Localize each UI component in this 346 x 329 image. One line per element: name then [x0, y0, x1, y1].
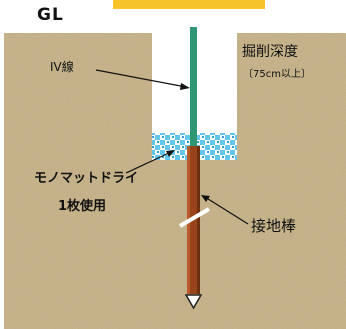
monomat-leader: [125, 151, 172, 174]
excavation-depth-label: 掘削深度: [242, 44, 298, 60]
monomat-label-line2: 1枚使用: [58, 199, 107, 214]
ground-rod-tip: [184, 294, 203, 310]
iv-wire: [190, 27, 197, 146]
ground-rod-leader: [204, 196, 249, 225]
monomat-label-line1: モノマットドライ: [34, 171, 139, 186]
ground-level-label: GL: [37, 5, 64, 25]
ground-level-bar: [113, 0, 265, 9]
ground-rod: [184, 146, 203, 310]
leader-arrows: [95, 69, 249, 225]
rod-break-mark: [178, 207, 211, 228]
ground-rod-label: 接地棒: [251, 217, 297, 235]
depth-note-label: 〔75cm以上〕: [243, 69, 311, 80]
iv-wire-leader: [95, 69, 187, 88]
iv-wire-label: IV線: [50, 60, 74, 74]
